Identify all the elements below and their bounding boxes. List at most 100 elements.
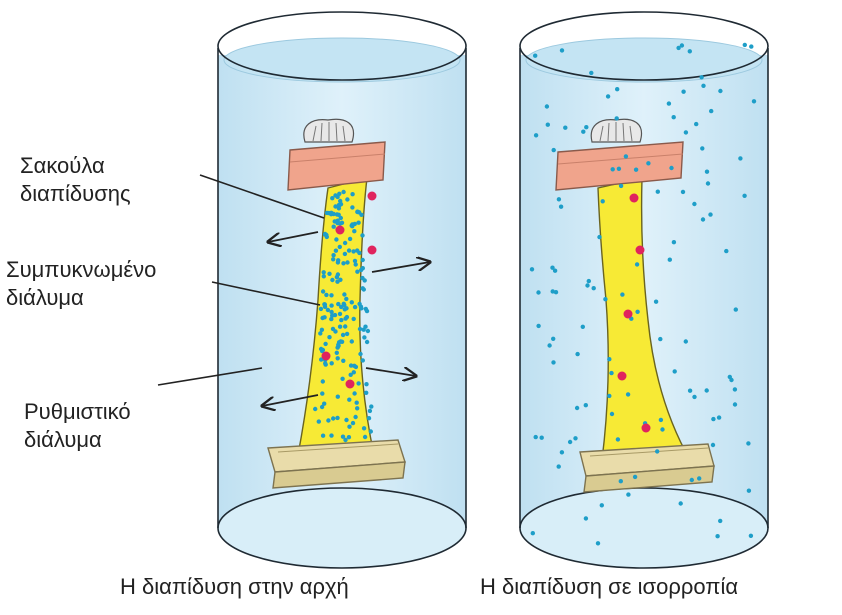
small-particle <box>341 333 345 337</box>
small-particle <box>690 478 694 482</box>
small-particle <box>550 266 554 270</box>
small-particle <box>320 391 324 395</box>
small-particle <box>350 339 354 343</box>
small-particle <box>669 166 673 170</box>
small-particle <box>323 342 327 346</box>
small-particle <box>547 343 551 347</box>
small-particle <box>335 275 339 279</box>
small-particle <box>335 416 339 420</box>
small-particle <box>352 364 356 368</box>
small-particle <box>324 293 328 297</box>
small-particle <box>654 300 658 304</box>
small-particle <box>705 388 709 392</box>
small-particle <box>333 193 337 197</box>
small-particle <box>331 253 335 257</box>
large-particle <box>642 424 651 433</box>
small-particle <box>560 450 564 454</box>
small-particle <box>534 133 538 137</box>
small-particle <box>324 362 328 366</box>
small-particle <box>366 329 370 333</box>
small-particle <box>352 229 356 233</box>
small-particle <box>341 435 345 439</box>
left-cylinder <box>158 12 466 568</box>
small-particle <box>367 416 371 420</box>
large-particle <box>636 246 645 255</box>
small-particle <box>338 278 342 282</box>
small-particle <box>322 274 326 278</box>
small-particle <box>344 418 348 422</box>
small-particle <box>363 325 367 329</box>
small-particle <box>363 278 367 282</box>
small-particle <box>733 387 737 391</box>
small-particle <box>322 315 326 319</box>
small-particle <box>339 318 343 322</box>
small-particle <box>338 245 342 249</box>
small-particle <box>568 440 572 444</box>
small-particle <box>336 260 340 264</box>
small-particle <box>343 316 347 320</box>
small-particle <box>552 148 556 152</box>
small-particle <box>633 475 637 479</box>
small-particle <box>317 419 321 423</box>
small-particle <box>559 205 563 209</box>
small-particle <box>619 479 623 483</box>
small-particle <box>615 87 619 91</box>
label-concentrated-line2: διάλυμα <box>6 284 156 312</box>
small-particle <box>362 426 366 430</box>
small-particle <box>358 327 362 331</box>
small-particle <box>358 352 362 356</box>
small-particle <box>330 361 334 365</box>
small-particle <box>619 184 623 188</box>
small-particle <box>659 418 663 422</box>
small-particle <box>692 395 696 399</box>
small-particle <box>329 303 333 307</box>
small-particle <box>360 233 364 237</box>
small-particle <box>545 104 549 108</box>
small-particle <box>624 154 628 158</box>
small-particle <box>331 257 335 261</box>
small-particle <box>536 324 540 328</box>
small-particle <box>733 402 737 406</box>
small-particle <box>355 401 359 405</box>
small-particle <box>343 307 347 311</box>
small-particle <box>680 43 684 47</box>
small-particle <box>364 382 368 386</box>
large-particle <box>368 192 377 201</box>
small-particle <box>365 309 369 313</box>
label-concentrated-solution: Συμπυκνωμένο διάλυμα <box>6 256 156 312</box>
small-particle <box>635 262 639 266</box>
small-particle <box>336 356 340 360</box>
small-particle <box>353 305 357 309</box>
small-particle <box>705 170 709 174</box>
small-particle <box>352 391 356 395</box>
small-particle <box>533 54 537 58</box>
small-particle <box>331 416 335 420</box>
small-particle <box>351 421 355 425</box>
small-particle <box>345 332 349 336</box>
small-particle <box>343 324 347 328</box>
small-particle <box>323 232 327 236</box>
small-particle <box>350 205 354 209</box>
small-particle <box>589 71 593 75</box>
small-particle <box>660 427 664 431</box>
caption-equilibrium: Η διαπίδυση σε ισορροπία <box>480 574 738 600</box>
small-particle <box>681 190 685 194</box>
small-particle <box>319 307 323 311</box>
small-particle <box>536 290 540 294</box>
small-particle <box>551 360 555 364</box>
small-particle <box>728 375 732 379</box>
small-particle <box>600 503 604 507</box>
small-particle <box>334 237 338 241</box>
large-particle <box>336 226 345 235</box>
large-particle <box>368 246 377 255</box>
small-particle <box>688 49 692 53</box>
small-particle <box>333 313 337 317</box>
small-particle <box>715 534 719 538</box>
small-particle <box>341 261 345 265</box>
small-particle <box>323 302 327 306</box>
small-particle <box>749 44 753 48</box>
small-particle <box>350 223 354 227</box>
small-particle <box>530 267 534 271</box>
small-particle <box>610 412 614 416</box>
small-particle <box>673 369 677 373</box>
